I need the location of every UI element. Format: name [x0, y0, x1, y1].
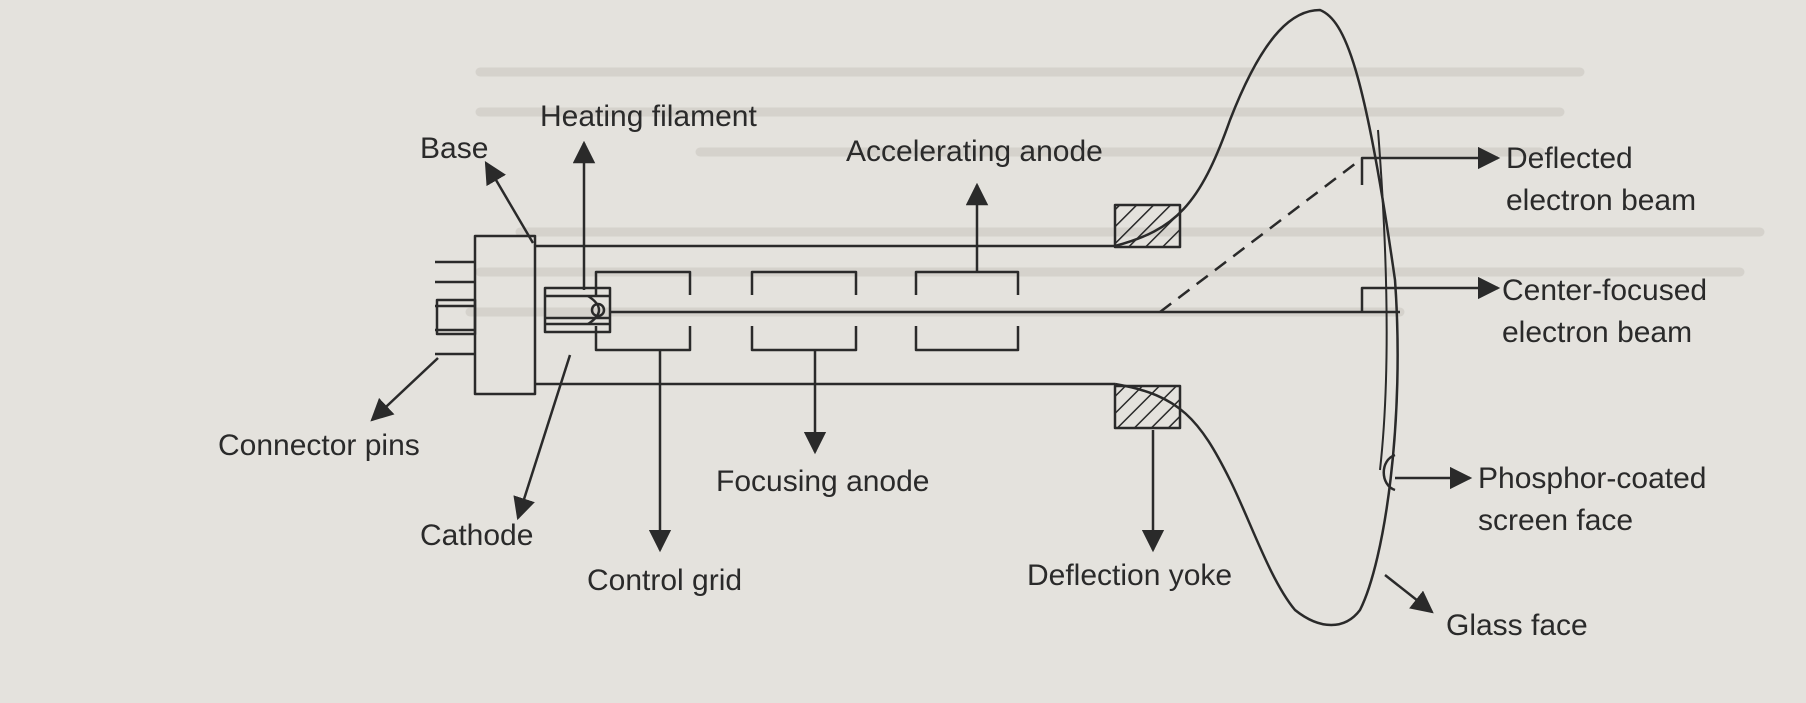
- label-center-beam-line1: Center-focused: [1502, 274, 1707, 307]
- label-cathode: Cathode: [420, 519, 533, 552]
- label-deflected-beam-line2: electron beam: [1506, 184, 1696, 217]
- phosphor-screen: [1377, 129, 1388, 471]
- accelerating-anode: [914, 270, 1020, 352]
- label-focusing-anode: Focusing anode: [716, 465, 930, 498]
- label-accelerating-anode: Accelerating anode: [846, 135, 1103, 168]
- tube-funnel: [1114, 8, 1399, 627]
- label-phosphor-line1: Phosphor-coated: [1478, 462, 1707, 495]
- cathode: [543, 286, 612, 334]
- label-connector-pins: Connector pins: [218, 429, 420, 462]
- base-block: [473, 234, 537, 396]
- arrow-connector-pins: [370, 357, 439, 422]
- label-deflected-beam-line1: Deflected: [1506, 142, 1633, 175]
- deflection-yoke-top: [1113, 203, 1182, 249]
- control-grid: [594, 270, 692, 352]
- phosphor-marker: [1382, 453, 1396, 492]
- labels: Heating filament Base Accelerating anode…: [218, 100, 1707, 642]
- label-phosphor-line2: screen face: [1478, 504, 1633, 537]
- tube-neck: [535, 244, 1115, 386]
- deflection-yoke-bottom: [1113, 384, 1182, 430]
- label-center-beam-line2: electron beam: [1502, 316, 1692, 349]
- label-control-grid: Control grid: [587, 564, 742, 597]
- leader-arrows: [370, 140, 1501, 614]
- focusing-anode: [750, 270, 858, 352]
- arrow-glass-face: [1384, 574, 1434, 614]
- label-base: Base: [420, 132, 488, 165]
- deflected-beam-line: [1159, 159, 1361, 313]
- deflected-spot-marker: [1360, 156, 1395, 185]
- connector-pins: [435, 260, 477, 356]
- label-heating-filament: Heating filament: [540, 100, 757, 133]
- label-deflection-yoke: Deflection yoke: [1027, 559, 1232, 592]
- arrow-cathode: [513, 354, 572, 521]
- label-glass-face: Glass face: [1446, 609, 1588, 642]
- center-spot-marker: [1360, 286, 1395, 312]
- arrow-base: [484, 161, 535, 244]
- crt-tube-drawing: [435, 8, 1400, 627]
